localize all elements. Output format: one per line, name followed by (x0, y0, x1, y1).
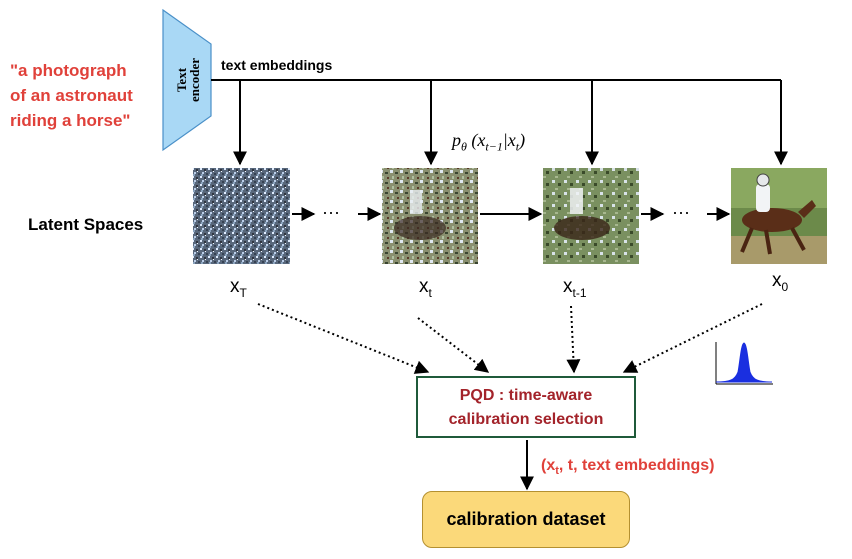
latent-label-xt1: xt-1 (563, 276, 587, 300)
latent-label-xt-sub: t (428, 285, 432, 300)
text-encoder-shape (162, 8, 212, 152)
prompt-line-2: of an astronaut (10, 86, 133, 105)
latent-label-xt1-sub: t-1 (572, 285, 587, 300)
formula-sub2: t (515, 139, 520, 154)
formula-p: p (452, 130, 461, 150)
distribution-icon (715, 342, 773, 385)
text-embeddings-label: text embeddings (221, 57, 333, 73)
latent-label-x0-sub: 0 (781, 279, 789, 294)
calibration-tuple-label: (xt, t, text embeddings) (541, 457, 714, 477)
pqd-line-1: PQD : time-aware (459, 387, 593, 404)
denoising-formula: pθ (xt−1|xt) (452, 130, 526, 154)
dotted-arrow-x0 (622, 303, 763, 373)
latent-label-xT: xT (230, 276, 247, 300)
ellipsis-right: ··· (672, 202, 690, 222)
prompt-line-3: riding a horse" (10, 111, 131, 130)
calibration-dataset-box: calibration dataset (422, 491, 630, 548)
latent-image-xT (193, 168, 290, 264)
latent-label-xt1-base: x (563, 276, 573, 297)
formula-theta: θ (461, 139, 467, 154)
pqd-line-2: calibration selection (448, 411, 604, 428)
dotted-arrow-xT (257, 303, 430, 374)
latent-label-x0: x0 (772, 270, 788, 294)
pqd-selection-box: PQD : time-aware calibration selection (416, 376, 636, 438)
latent-label-x0-base: x (772, 270, 782, 291)
text-encoder-label: Text encoder (174, 45, 202, 115)
formula-bar: |x (502, 130, 516, 150)
formula-sub1: t−1 (485, 139, 503, 154)
latent-image-xt1 (543, 168, 639, 264)
dotted-arrow-xt (417, 317, 490, 373)
tuple-rest: , t, text embeddings) (558, 457, 715, 474)
tuple-sub: t (555, 465, 559, 478)
latent-label-xT-base: x (230, 276, 240, 297)
formula-x: x (477, 130, 486, 150)
latent-label-xt: xt (419, 276, 432, 300)
tuple-open: (x (541, 457, 556, 474)
encoder-line-2: encoder (187, 57, 202, 103)
latent-label-xt-base: x (419, 276, 429, 297)
prompt-line-1: "a photograph (10, 61, 127, 80)
latent-label-xT-sub: T (239, 285, 247, 300)
ellipsis-left: ··· (322, 202, 340, 222)
dotted-arrow-xt1 (566, 305, 581, 374)
prompt-text: "a photograph of an astronaut riding a h… (10, 58, 160, 133)
latent-image-x0 (731, 168, 827, 264)
latent-image-xt (382, 168, 478, 264)
latent-spaces-label: Latent Spaces (28, 215, 144, 234)
